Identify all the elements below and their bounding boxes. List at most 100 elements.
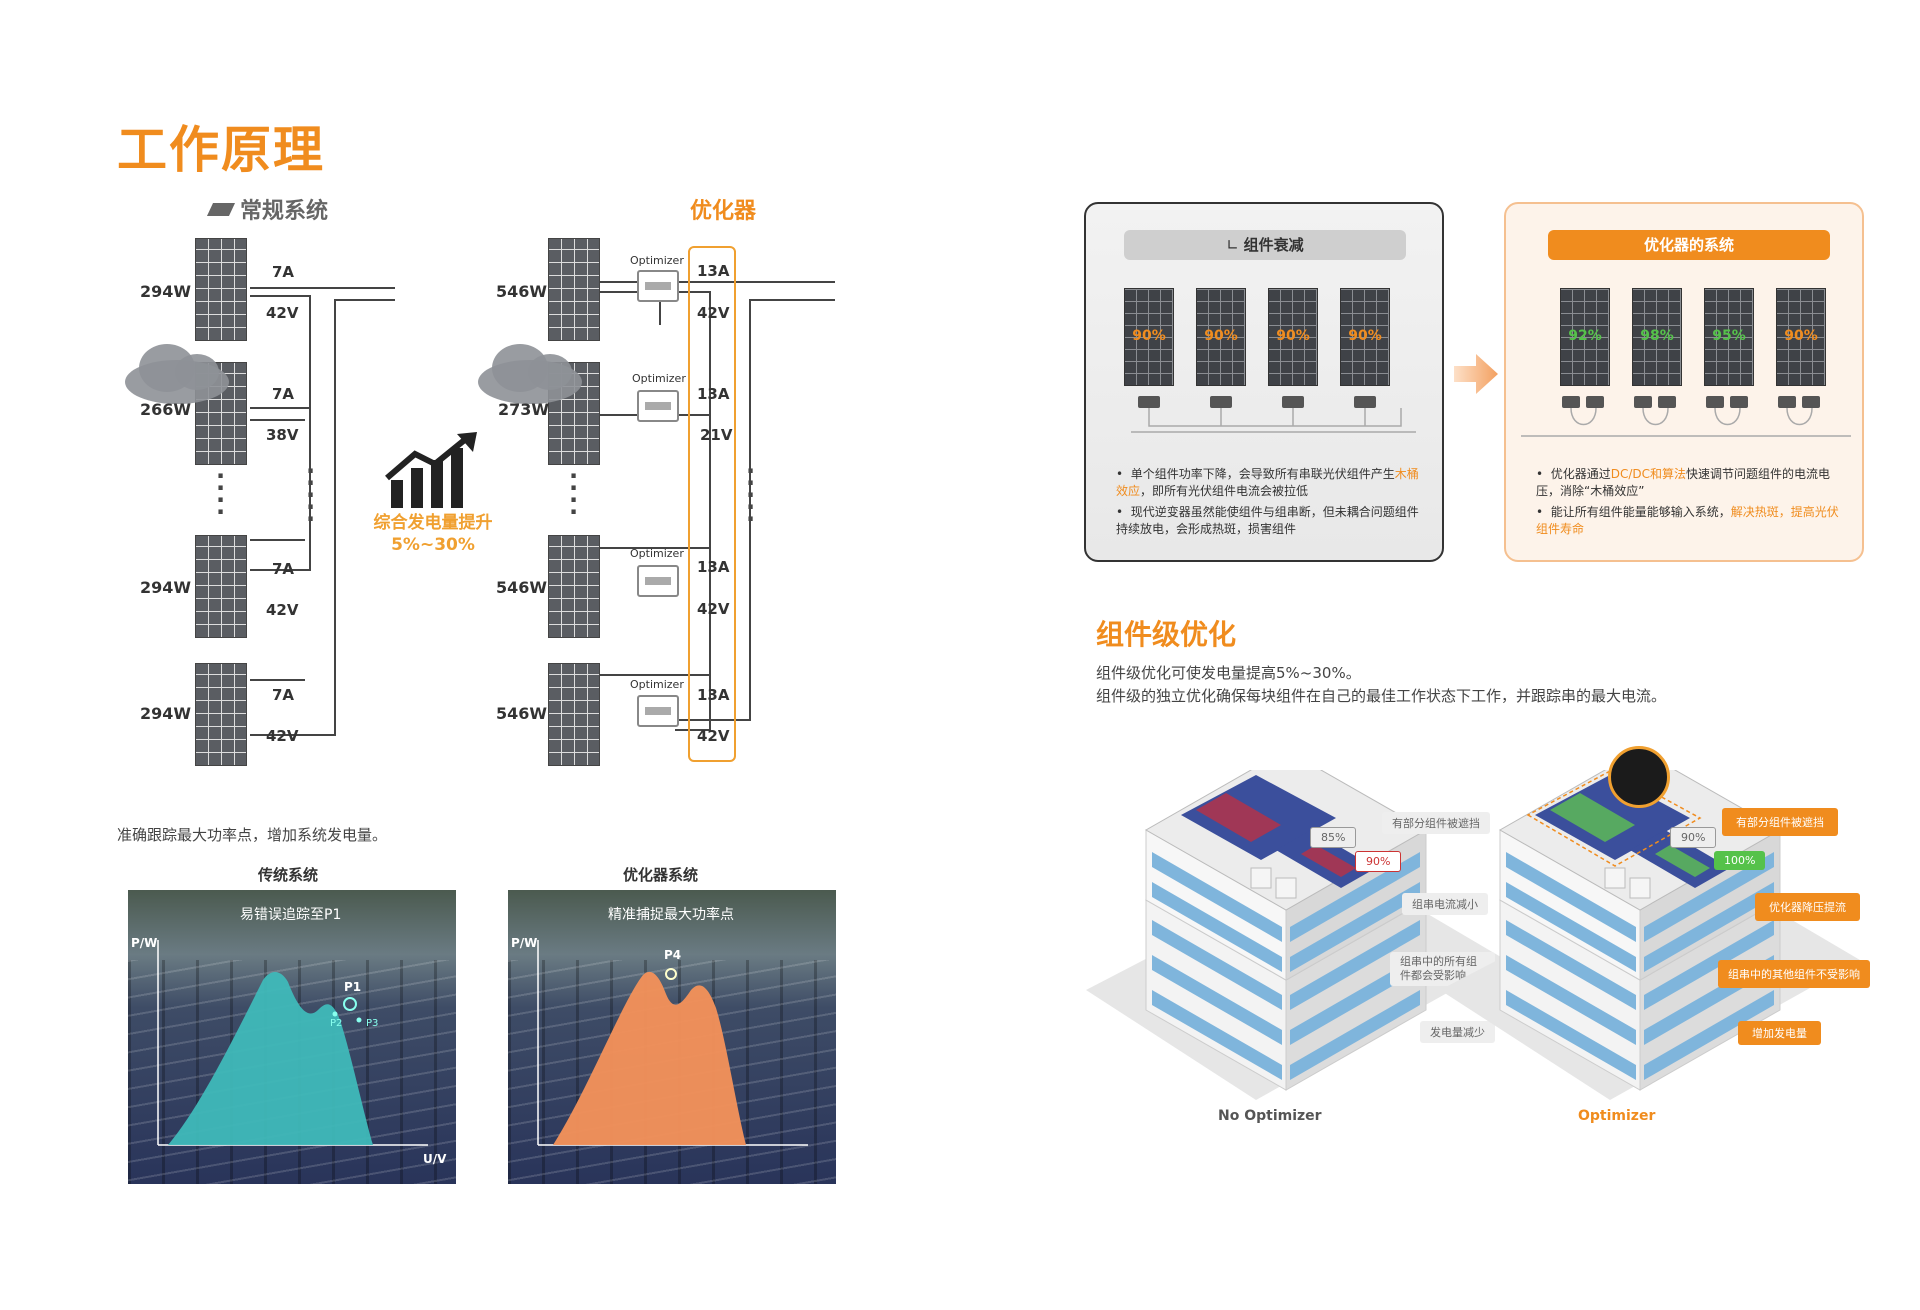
conventional-label: 常规系统	[240, 199, 329, 224]
axis-y-label: P/W	[511, 936, 538, 950]
bullet-text: 优化器通过	[1550, 467, 1611, 481]
module-percent: 90%	[1348, 328, 1382, 344]
bullet-highlight: 木桶效应	[1116, 467, 1419, 498]
power-label: 546W	[496, 578, 548, 597]
solar-module	[1124, 288, 1174, 386]
bullet-text: 单个组件功率下降，会导致所有串联光伏组件产生	[1130, 467, 1395, 481]
optimizer-tag: Optimizer	[632, 372, 686, 385]
bullet-text: ，即所有光伏组件电流会被拉低	[1140, 484, 1309, 498]
traditional-curve-photo: 易错误追踪至P1 P/W U/V P1 P2 P3	[128, 890, 456, 1184]
conventional-header: 常规系统	[206, 193, 329, 225]
gain-text: 综合发电量提升 5%~30%	[368, 512, 498, 556]
optimizer-label: 优化器	[690, 199, 757, 224]
mppt-caption: 准确跟踪最大功率点，增加系统发电量。	[117, 826, 388, 844]
voltage-label: 42V	[697, 600, 730, 618]
junction-box	[1354, 396, 1376, 408]
junction-box	[1138, 396, 1160, 408]
pv-curve-chart	[157, 940, 428, 1146]
solar-module	[1704, 288, 1754, 386]
power-label: 546W	[496, 282, 548, 301]
junction-box	[1658, 396, 1676, 408]
solar-panel	[548, 663, 600, 766]
module-percent: 92%	[1568, 328, 1602, 344]
growth-chart-icon	[385, 432, 477, 508]
optimizer-bullets: • 优化器通过DC/DC和算法快速调节问题组件的电流电压，消除“木桶效应” • …	[1536, 466, 1846, 538]
current-label: 13A	[697, 262, 730, 280]
module-percent: 98%	[1640, 328, 1674, 344]
bullet-text: 现代逆变器虽然能使组件与组串断，但未耦合问题组件持续放电，会形成热斑，损害组件	[1116, 505, 1419, 536]
solar-panel	[195, 663, 247, 766]
optimizer-tag: Optimizer	[630, 678, 684, 691]
bullet-highlight: 解决热斑，提高光伏组件寿命	[1536, 505, 1839, 536]
traditional-note: 易错误追踪至P1	[240, 907, 342, 923]
callout-note: 有部分组件被遮挡	[1382, 812, 1490, 834]
junction-box	[1282, 396, 1304, 408]
percent-tag: 85%	[1310, 827, 1357, 848]
current-label: 13A	[697, 558, 730, 576]
callout-note: 组串电流减小	[1402, 893, 1488, 915]
solar-module	[1340, 288, 1390, 386]
solar-module	[1268, 288, 1318, 386]
trend-icon: ∟	[1226, 236, 1244, 254]
callout-note: 增加发电量	[1738, 1021, 1821, 1045]
voltage-label: 42V	[697, 304, 730, 322]
current-label: 13A	[697, 686, 730, 704]
optimizer-tag: Optimizer	[630, 254, 684, 267]
bullet-text: 快速调节问题组件的电流电压，消除“木桶效应”	[1536, 467, 1831, 498]
bullet-text: 能让所有组件能量能够输入系统，	[1550, 505, 1731, 519]
solar-panel	[548, 238, 600, 341]
ellipsis-dots: ····	[569, 462, 579, 526]
conventional-wiring	[250, 287, 395, 736]
cloud-icon	[125, 344, 229, 404]
module-percent: 90%	[1132, 328, 1166, 344]
power-label: 273W	[498, 400, 550, 419]
power-label: 294W	[140, 282, 192, 301]
solar-module	[1560, 288, 1610, 386]
callout-note: 组串中的其他组件不受影响	[1718, 960, 1870, 988]
module-percent: 90%	[1276, 328, 1310, 344]
solar-module	[1632, 288, 1682, 386]
callout-note: 有部分组件被遮挡	[1722, 808, 1838, 836]
bullet-item: • 能让所有组件能量能够输入系统，解决热斑，提高光伏组件寿命	[1536, 505, 1839, 536]
power-label: 294W	[140, 704, 192, 723]
current-label: 7A	[272, 385, 295, 403]
section-desc-1: 组件级优化可使发电量提高5%~30%。	[1096, 664, 1361, 682]
ellipsis-dots: ·····	[306, 457, 316, 533]
voltage-label: 21V	[700, 426, 733, 444]
optimizer-highlight-frame	[688, 246, 736, 762]
voltage-label: 42V	[697, 727, 730, 745]
degradation-card: ∟ 组件衰减 90% 90% 90% 90% • 单个组件功率下降，会导致所有串…	[1084, 202, 1444, 562]
bullet-item: • 优化器通过DC/DC和算法快速调节问题组件的电流电压，消除“木桶效应”	[1536, 467, 1831, 498]
module-wiring	[1131, 408, 1416, 433]
ellipsis-dots: ·····	[746, 457, 756, 533]
solar-module	[1196, 288, 1246, 386]
solar-panel	[195, 238, 247, 341]
junction-box	[1210, 396, 1232, 408]
point-label: P3	[366, 1018, 379, 1029]
section-title: 组件级优化	[1096, 618, 1237, 651]
current-label: 7A	[272, 686, 295, 704]
solar-panel	[548, 535, 600, 638]
optimizer-unit	[1778, 396, 1796, 408]
optimizer-note: 精准捕捉最大功率点	[608, 907, 734, 923]
point-label: P1	[344, 980, 362, 994]
bullet-item: • 现代逆变器虽然能使组件与组串断，但未耦合问题组件持续放电，会形成热斑，损害组…	[1116, 505, 1419, 536]
building-optimizer	[1440, 770, 1860, 1100]
axis-y-label: P/W	[131, 936, 158, 950]
optimizer-system-header: 优化器的系统	[1548, 230, 1830, 260]
solar-panel	[195, 535, 247, 638]
point-label: P2	[330, 1018, 343, 1029]
percent-tag: 90%	[1670, 827, 1717, 848]
voltage-label: 42V	[266, 727, 299, 745]
degradation-header-text: 组件衰减	[1243, 236, 1304, 254]
bullet-highlight: DC/DC和算法	[1610, 467, 1687, 481]
no-optimizer-label: No Optimizer	[1218, 1108, 1322, 1124]
optimizer-tag: Optimizer	[630, 547, 684, 560]
ellipsis-dots: ····	[216, 462, 226, 526]
pv-curve-chart	[537, 940, 808, 1146]
degradation-header: ∟ 组件衰减	[1124, 230, 1406, 260]
section-desc-2: 组件级的独立优化确保每块组件在自己的最佳工作状态下工作，并跟踪串的最大电流。	[1096, 687, 1667, 705]
axis-x-label: U/V	[423, 1152, 447, 1166]
page-title: 工作原理	[117, 121, 325, 179]
junction-box	[1730, 396, 1748, 408]
